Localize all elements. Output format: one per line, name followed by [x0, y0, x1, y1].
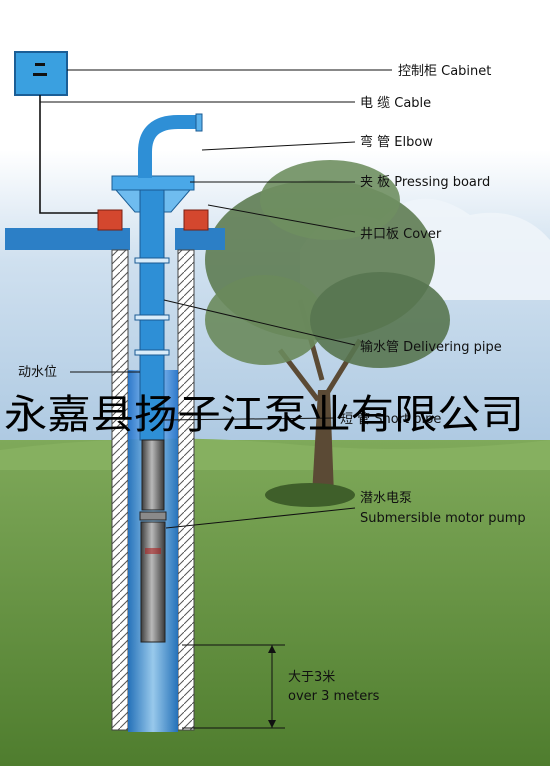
pipe-flange-3	[134, 349, 170, 356]
label-elbow: 弯 管 Elbow	[360, 134, 433, 150]
elbow-pipe	[138, 115, 198, 178]
elbow-flange	[195, 113, 203, 132]
well-wall-right	[177, 249, 195, 731]
label-dynamic-water-level: 动水位	[18, 365, 57, 380]
label-depth-en: over 3 meters	[288, 689, 380, 704]
cable-line	[39, 95, 120, 214]
label-short-pipe: 短 管 Short pipe	[340, 412, 441, 427]
pipe-flange-1	[134, 257, 170, 264]
label-delivering-pipe: 输水管 Delivering pipe	[360, 339, 502, 355]
pipe-flange-2	[134, 314, 170, 321]
label-cabinet: 控制柜 Cabinet	[398, 64, 491, 79]
label-cover: 井口板 Cover	[360, 227, 442, 242]
submersible-pump	[139, 439, 167, 643]
ground-slab-right	[175, 228, 225, 250]
label-pressing-board: 夹 板 Pressing board	[360, 175, 490, 190]
label-depth-cn: 大于3米	[288, 670, 335, 685]
cover-block-left	[97, 209, 123, 231]
ground-slab-left	[5, 228, 130, 250]
well-wall-left	[111, 249, 129, 731]
company-watermark: 永嘉县扬子江泵业有限公司	[4, 392, 524, 438]
label-pump-en: Submersible motor pump	[360, 511, 526, 526]
depth-dimension-marker	[182, 644, 285, 729]
control-cabinet	[14, 51, 68, 96]
cover-block-right	[183, 209, 209, 231]
label-pump-cn: 潜水电泵	[360, 491, 412, 506]
label-cable: 电 缆 Cable	[360, 95, 431, 111]
tree-illustration	[205, 160, 450, 507]
leader-lines	[40, 69, 392, 529]
